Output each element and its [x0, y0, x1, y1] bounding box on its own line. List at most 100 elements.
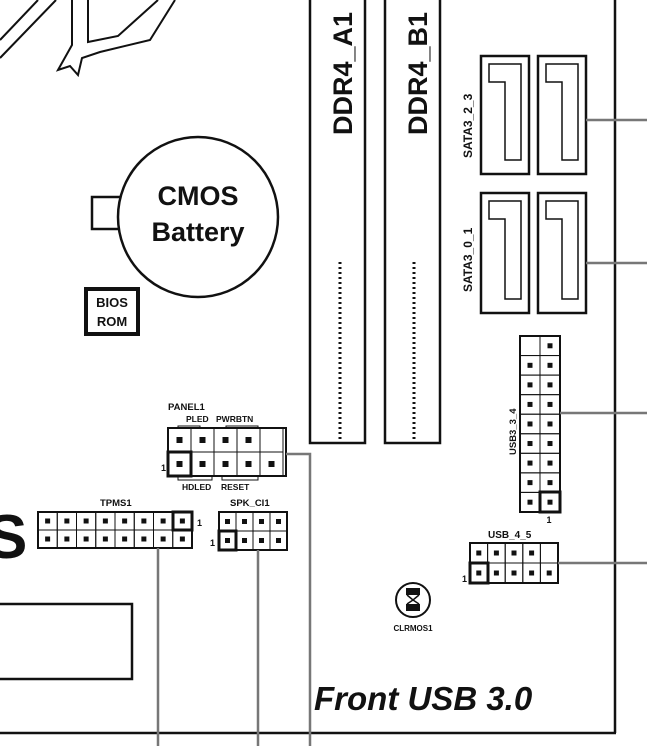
usb-4-5-header	[468, 542, 559, 585]
header-pin	[102, 518, 108, 524]
header-pin	[276, 538, 281, 543]
cmos-label-line2: Battery	[151, 217, 244, 247]
header-pin	[529, 570, 535, 576]
header-pin	[527, 401, 533, 407]
cmos-battery	[90, 135, 280, 299]
spk-ci1-label: SPK_CI1	[230, 498, 270, 509]
usb-4-5-pin1: 1	[462, 574, 467, 584]
header-pin	[222, 437, 229, 443]
sata3-2-3-label: SATA3_2_3	[461, 93, 475, 158]
header-pin	[141, 518, 147, 524]
tpms1-pin1: 1	[197, 518, 202, 528]
header-pin	[83, 536, 89, 542]
panel1-pin1: 1	[161, 463, 166, 473]
header-pin	[268, 461, 275, 467]
header-pin	[476, 570, 482, 576]
ddr4-a1-slot	[308, 0, 367, 445]
header-cell	[259, 451, 284, 477]
header-pin	[527, 460, 533, 466]
pled-label: PLED	[186, 414, 209, 424]
sata3-0-1-label: SATA3_0_1	[461, 227, 475, 292]
header-pin	[83, 518, 89, 524]
header-pin	[225, 538, 230, 543]
bios-rom-chip	[84, 287, 140, 336]
ddr4-a1-label: DDR4_A1	[328, 12, 358, 135]
header-pin	[546, 570, 552, 576]
spk-ci1-header	[217, 511, 288, 552]
wire-shape	[0, 0, 176, 78]
header-pin	[276, 519, 281, 524]
header-pin	[179, 536, 185, 542]
header-pin	[547, 460, 553, 466]
header-pin	[527, 499, 533, 505]
header-pin	[242, 519, 247, 524]
header-pin	[222, 461, 229, 467]
header-pin	[225, 519, 230, 524]
header-pin	[199, 461, 206, 467]
header-pin	[176, 461, 183, 467]
hdled-label: HDLED	[182, 482, 211, 492]
header-pin	[527, 421, 533, 427]
header-pin	[547, 401, 553, 407]
header-pin	[160, 518, 166, 524]
sata3-0-1-connectors	[479, 191, 588, 315]
header-cell	[269, 530, 288, 551]
header-pin	[122, 518, 128, 524]
header-pin	[529, 550, 535, 556]
tpms1-label: TPMS1	[100, 498, 132, 509]
header-pin	[547, 362, 553, 368]
header-pin	[102, 536, 108, 542]
header-pin	[245, 461, 252, 467]
reset-label: RESET	[221, 482, 250, 492]
bios-label-line2: ROM	[97, 314, 127, 329]
header-pin	[493, 550, 499, 556]
header-pin	[527, 382, 533, 388]
header-pin	[547, 421, 553, 427]
header-pin	[493, 570, 499, 576]
usb-4-5-label: USB_4_5	[488, 530, 532, 541]
header-pin	[547, 382, 553, 388]
cmos-label-line1: CMOS	[158, 181, 239, 211]
panel1-header	[166, 427, 287, 478]
header-pin	[45, 536, 51, 542]
clrmos1-label: CLRMOS1	[393, 624, 433, 633]
leader-lines	[156, 118, 647, 746]
usb3-3-4-label: USB3_3_4	[508, 408, 519, 455]
header-pin	[527, 480, 533, 486]
header-pin	[527, 362, 533, 368]
usb3-3-4-header	[519, 335, 562, 514]
pwrbtn-label: PWRBTN	[216, 414, 253, 424]
ddr4-b1-label: DDR4_B1	[403, 12, 433, 135]
header-pin	[245, 437, 252, 443]
partial-connector-box	[0, 602, 134, 681]
header-pin	[45, 518, 51, 524]
header-pin	[176, 437, 183, 443]
panel-bracket-bottom	[177, 476, 259, 481]
sata3-2-3-connectors	[479, 54, 588, 176]
ddr4-b1-slot	[383, 0, 442, 445]
header-pin	[122, 536, 128, 542]
header-pin	[179, 518, 185, 524]
header-cell	[539, 562, 559, 584]
header-pin	[511, 570, 517, 576]
clrmos1-jumper	[395, 582, 431, 618]
front-usb-caption: Front USB 3.0	[314, 680, 533, 717]
header-pin	[259, 519, 264, 524]
header-pin	[259, 538, 264, 543]
header-pin	[64, 518, 70, 524]
header-pin	[160, 536, 166, 542]
tpms1-header	[37, 510, 194, 549]
header-pin	[199, 437, 206, 443]
header-pin	[547, 499, 553, 505]
header-pin	[547, 480, 553, 486]
partial-s-glyph: S	[0, 503, 27, 572]
header-pin	[547, 441, 553, 447]
header-pin	[242, 538, 247, 543]
bios-label-line1: BIOS	[96, 295, 128, 310]
header-pin	[64, 536, 70, 542]
usb3-3-4-pin1: 1	[546, 515, 551, 525]
panel1-label: PANEL1	[168, 402, 205, 413]
header-pin	[527, 441, 533, 447]
header-pin	[476, 550, 482, 556]
